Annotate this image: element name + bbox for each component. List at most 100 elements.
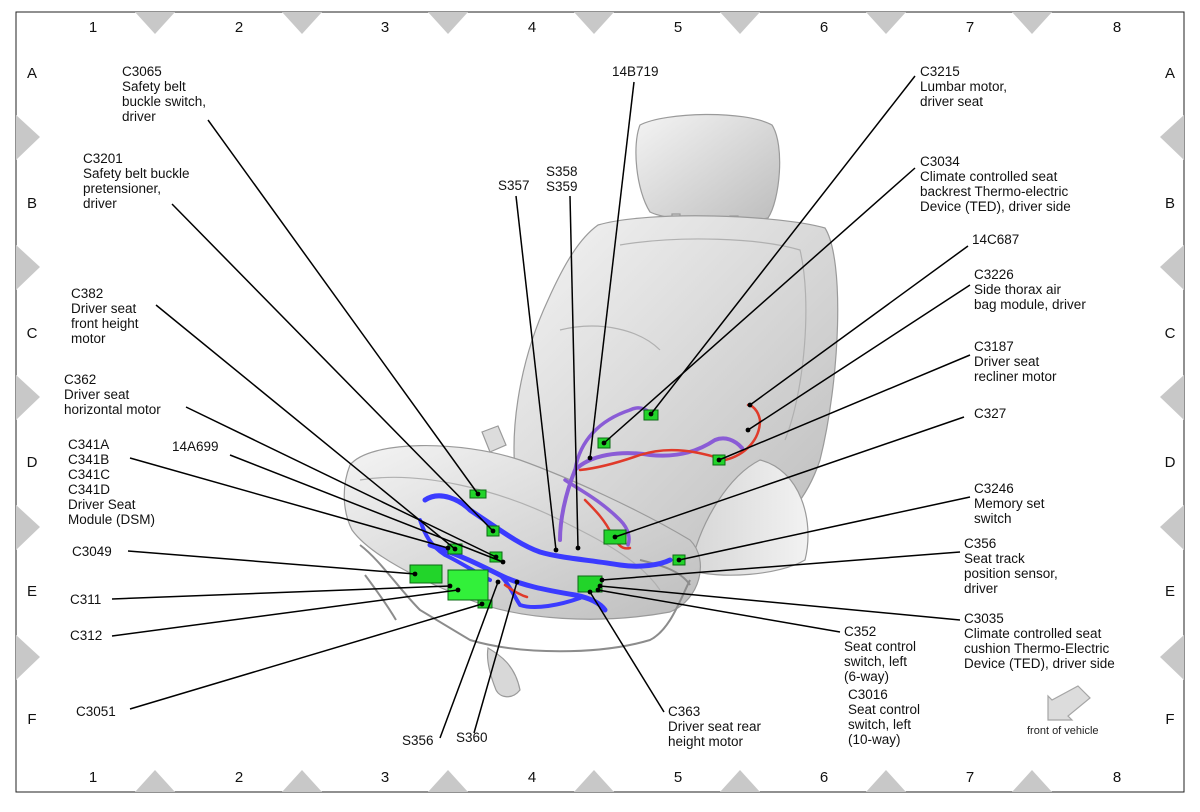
- callout-c3215: C3215 Lumbar motor, driver seat: [920, 64, 1011, 109]
- leader-c382: [155, 304, 456, 550]
- track-bracket: [486, 647, 521, 698]
- leader-c3034: [603, 167, 916, 444]
- harness-purple: [558, 436, 744, 542]
- leader-14b719: [589, 81, 635, 459]
- callout-c3049: C3049: [72, 544, 112, 559]
- callout-c3226: C3226 Side thorax air bag module, driver: [974, 267, 1086, 312]
- row-f-left: F: [27, 711, 36, 728]
- connector-c3051: [477, 599, 493, 609]
- leader-c3201: [171, 203, 494, 532]
- callout-labels: C3065 Safety belt buckle switch, driver …: [64, 64, 1115, 749]
- callout-c312: C312: [70, 628, 102, 643]
- col-2-bottom: 2: [235, 769, 243, 786]
- leader-s358: [569, 195, 579, 549]
- row-d-right: D: [1165, 454, 1176, 471]
- buckle-stalk: [481, 425, 507, 453]
- col-6-top: 6: [820, 19, 828, 36]
- leader-c3226: [747, 284, 971, 431]
- callout-c3034: C3034 Climate controlled seat backrest T…: [920, 154, 1072, 214]
- callout-c3035: C3035 Climate controlled seat cushion Th…: [964, 611, 1115, 671]
- leader-c363: [589, 591, 665, 713]
- harness-purple: [563, 478, 631, 547]
- headrest: [635, 113, 781, 223]
- leader-c312: [111, 589, 459, 637]
- callout-c341: C341A C341B C341C C341D Driver Seat Modu…: [68, 437, 155, 527]
- col-5-top: 5: [674, 19, 682, 36]
- leader-c3215: [650, 75, 916, 415]
- row-a-left: A: [27, 65, 37, 82]
- callout-14c687: 14C687: [972, 232, 1019, 247]
- harness-red: [503, 583, 529, 599]
- col-3-bottom: 3: [381, 769, 389, 786]
- callout-14a699: 14A699: [172, 439, 219, 454]
- leader-c3065: [207, 119, 479, 495]
- seat-frame: [359, 544, 691, 653]
- grid-markers: [16, 12, 1184, 792]
- direction-arrow-icon: [1047, 685, 1091, 721]
- leader-14c687: [749, 245, 969, 406]
- callout-14b719: 14B719: [612, 64, 659, 79]
- row-b-right: B: [1165, 195, 1175, 212]
- leader-c311: [111, 585, 451, 600]
- leader-s360: [473, 581, 518, 734]
- row-e-right: E: [1165, 583, 1175, 600]
- grid-labels: 1 2 3 4 5 6 7 8 1 2 3 4 5 6 7 8 A B C D …: [27, 19, 1176, 786]
- row-b-left: B: [27, 195, 37, 212]
- callout-c3187: C3187 Driver seat recliner motor: [974, 339, 1057, 384]
- callout-c327: C327: [974, 406, 1006, 421]
- callout-c311: C311: [70, 592, 101, 607]
- col-7-bottom: 7: [966, 769, 974, 786]
- leader-c362: [185, 406, 497, 558]
- col-1-top: 1: [89, 19, 97, 36]
- leader-c3051: [129, 603, 483, 710]
- leader-arrowheads: [412, 402, 753, 607]
- col-7-top: 7: [966, 19, 974, 36]
- leader-c3049: [127, 550, 416, 575]
- callout-c352: C352 Seat control switch, left (6-way): [844, 624, 920, 684]
- col-6-bottom: 6: [820, 769, 828, 786]
- callout-c382: C382 Driver seat front height motor: [71, 286, 142, 346]
- col-4-bottom: 4: [528, 769, 536, 786]
- callout-c3065: C3065 Safety belt buckle switch, driver: [122, 64, 210, 124]
- leader-s357: [515, 195, 557, 551]
- callout-c3201: C3201 Safety belt buckle pretensioner, d…: [83, 151, 193, 211]
- callout-s357: S357: [498, 178, 530, 193]
- leader-14a699: [229, 454, 504, 563]
- row-d-left: D: [27, 454, 38, 471]
- front-of-vehicle-label: front of vehicle: [1027, 725, 1099, 737]
- callout-c356: C356 Seat track position sensor, driver: [964, 536, 1062, 596]
- callout-c362: C362 Driver seat horizontal motor: [64, 372, 161, 417]
- row-a-right: A: [1165, 65, 1175, 82]
- row-e-left: E: [27, 583, 37, 600]
- harness-blue: [422, 493, 673, 569]
- leader-c327: [614, 416, 965, 538]
- col-5-bottom: 5: [674, 769, 682, 786]
- leader-c3035: [599, 585, 961, 621]
- row-c-left: C: [27, 325, 38, 342]
- callout-c363: C363 Driver seat rear height motor: [668, 704, 765, 749]
- cushion-seam: [359, 476, 661, 591]
- harness-blue: [498, 573, 582, 609]
- col-8-bottom: 8: [1113, 769, 1121, 786]
- leader-s356: [439, 581, 499, 739]
- seat-frame: [639, 559, 691, 586]
- callout-c3246: C3246 Memory set switch: [974, 481, 1048, 526]
- leader-c356: [601, 551, 961, 581]
- row-f-right: F: [1165, 711, 1174, 728]
- harness-blue: [427, 542, 608, 613]
- callout-s358: S358 S359: [546, 164, 581, 194]
- col-3-top: 3: [381, 19, 389, 36]
- callout-c3051: C3051: [76, 704, 116, 719]
- col-4-top: 4: [528, 19, 536, 36]
- leader-lines: [111, 75, 971, 739]
- side-bolster: [689, 459, 809, 576]
- callout-c3016: C3016 Seat control switch, left (10-way): [848, 687, 924, 747]
- leader-c352: [597, 589, 841, 633]
- front-of-vehicle-indicator: front of vehicle: [1027, 685, 1099, 737]
- col-2-top: 2: [235, 19, 243, 36]
- leader-c3187: [718, 354, 971, 461]
- backrest-seam: [619, 238, 807, 441]
- seat-track: [364, 574, 397, 621]
